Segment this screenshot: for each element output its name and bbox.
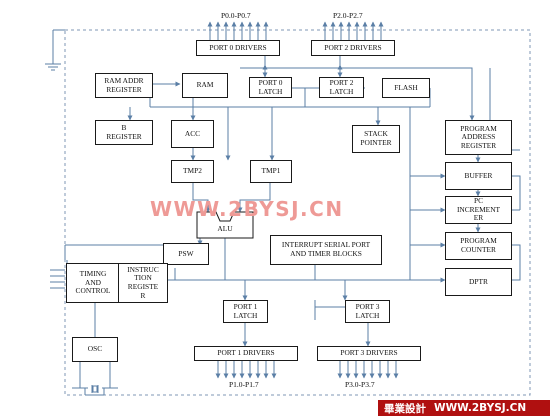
- p3-pins-label: P3.0-P3.7: [345, 380, 375, 389]
- program-address-register-block: PROGRAM ADDRESS REGISTER: [445, 120, 512, 155]
- stack-pointer-block: STACK POINTER: [352, 125, 400, 153]
- osc-block: OSC: [72, 337, 118, 362]
- b-register-block: B REGISTER: [95, 120, 153, 145]
- tmp1-block: TMP1: [250, 160, 292, 183]
- pc-incrementer-block: PC INCREMENT ER: [445, 196, 512, 224]
- port0-drivers-block: PORT 0 DRIVERS: [196, 40, 280, 56]
- watermark-text: WWW.2BYSJ.CN: [150, 197, 344, 221]
- buffer-block: BUFFER: [445, 162, 512, 190]
- dptr-block: DPTR: [445, 268, 512, 296]
- p0-pins-label: P0.0-P0.7: [221, 11, 251, 20]
- flash-block: FLASH: [382, 78, 430, 98]
- port1-drivers-block: PORT 1 DRIVERS: [194, 346, 298, 361]
- port0-latch-block: PORT 0 LATCH: [249, 77, 292, 98]
- tmp2-block: TMP2: [171, 160, 214, 183]
- watermark-badge-url: WWW.2BYSJ.CN: [434, 402, 527, 414]
- ram-addr-register-block: RAM ADDR REGISTER: [95, 73, 153, 98]
- alu-shape: [196, 211, 254, 239]
- alu-label: ALU: [217, 223, 233, 233]
- interrupt-serial-timer-block: INTERRUPT SERIAL PORT AND TIMER BLOCKS: [270, 235, 382, 265]
- psw-block: PSW: [163, 243, 209, 265]
- p2-pins-label: P2.0-P2.7: [333, 11, 363, 20]
- port2-drivers-block: PORT 2 DRIVERS: [311, 40, 395, 56]
- port2-latch-block: PORT 2 LATCH: [319, 77, 364, 98]
- p1-pins-label: P1.0-P1.7: [229, 380, 259, 389]
- instruction-register-block: INSTRUC TION REGISTE R: [118, 263, 168, 303]
- acc-block: ACC: [171, 120, 214, 148]
- port1-latch-block: PORT 1 LATCH: [223, 300, 268, 323]
- port3-drivers-block: PORT 3 DRIVERS: [317, 346, 421, 361]
- ram-block: RAM: [182, 73, 228, 98]
- watermark-badge-cn: 畢業設計: [384, 402, 426, 415]
- port3-latch-block: PORT 3 LATCH: [345, 300, 390, 323]
- watermark-badge: 畢業設計 WWW.2BYSJ.CN: [378, 400, 550, 416]
- timing-and-control-block: TIMING AND CONTROL: [66, 263, 120, 303]
- program-counter-block: PROGRAM COUNTER: [445, 232, 512, 260]
